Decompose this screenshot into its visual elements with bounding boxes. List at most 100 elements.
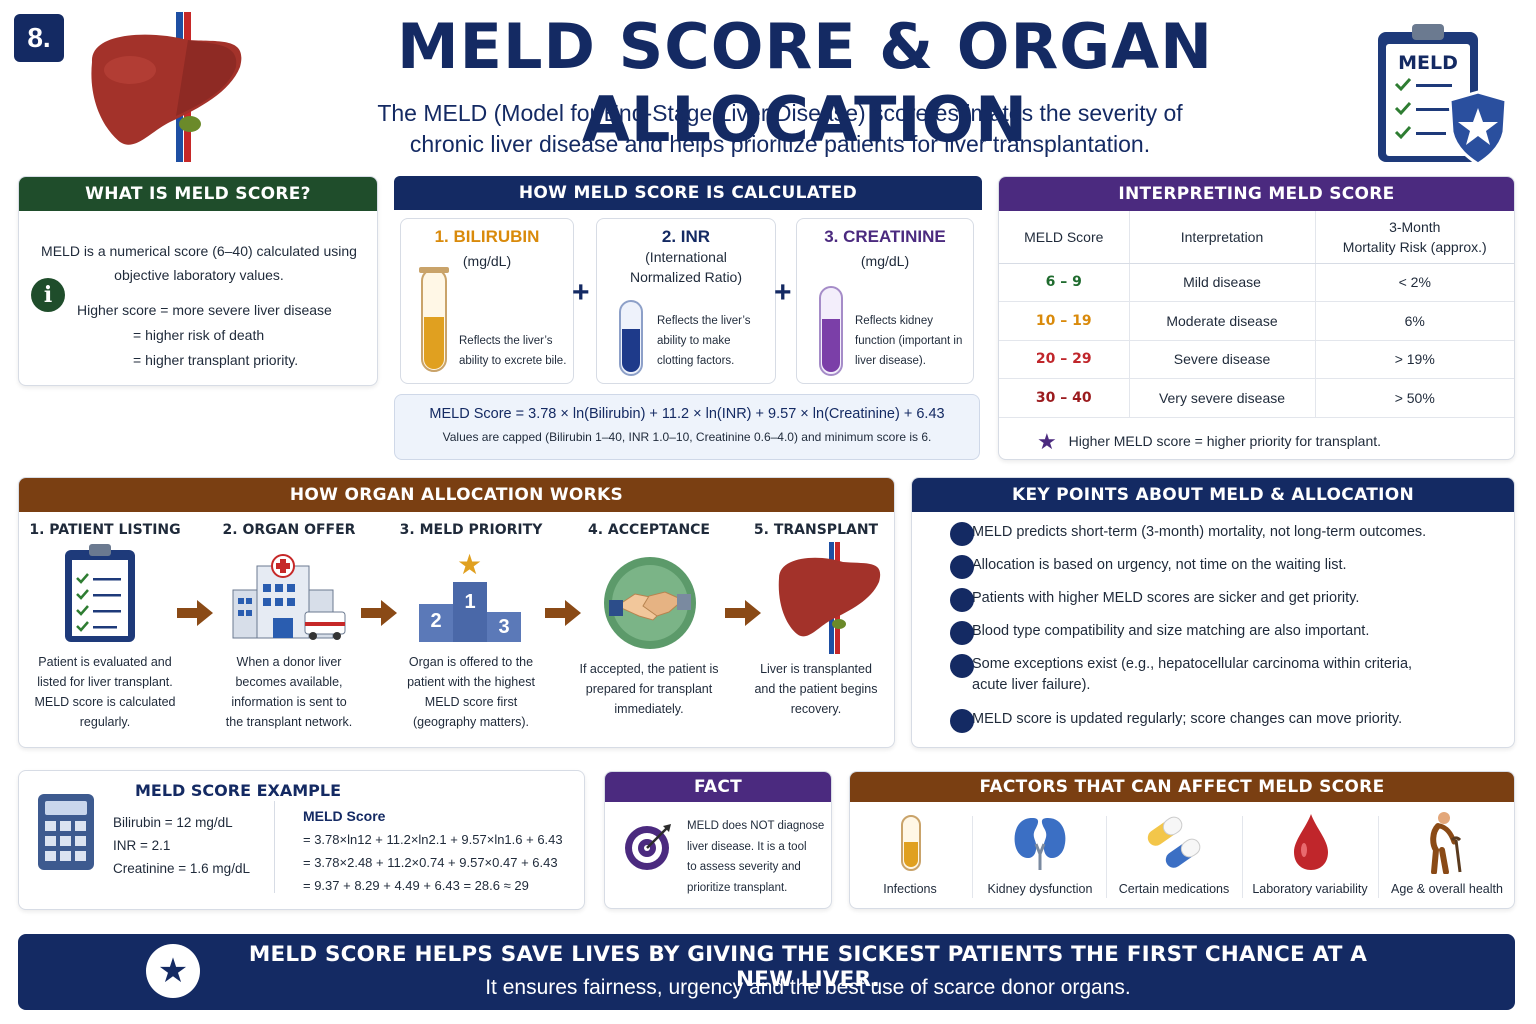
key-point-text: Blood type compatibility and size matchi… [972, 623, 1370, 639]
key-point-item: Allocation is based on urgency, not time… [950, 555, 1347, 579]
meld-formula: MELD Score = 3.78 × ln(Bilirubin) + 11.2… [429, 406, 945, 422]
step-4-desc-2: prepared for transplant [585, 682, 713, 696]
example-creatinine: Creatinine = 1.6 mg/dL [113, 861, 250, 876]
blood-drop-icon [1294, 814, 1328, 870]
factor-kidney: Kidney dysfunction [974, 806, 1106, 908]
divider [1242, 816, 1243, 898]
check-icon [950, 621, 974, 645]
interpretation-label: Mild disease [1128, 263, 1315, 302]
step-5-title: 5. TRANSPLANT [753, 522, 879, 538]
factors-title: FACTORS THAT CAN AFFECT MELD SCORE [850, 772, 1514, 802]
calculation-card: HOW MELD SCORE IS CALCULATED 1. BILIRUBI… [394, 176, 982, 460]
meld-score-range: 6 – 9 [999, 263, 1129, 302]
arrow-right-icon [177, 600, 213, 626]
kidney-icon [1014, 818, 1066, 870]
bottom-banner: ★ MELD SCORE HELPS SAVE LIVES BY GIVING … [18, 934, 1515, 1010]
factor-lab-variability: Laboratory variability [1244, 806, 1376, 908]
header-mortality-line-2: Mortality Risk (approx.) [1342, 238, 1487, 255]
key-points-title: KEY POINTS ABOUT MELD & ALLOCATION [912, 478, 1514, 512]
key-point-text: Allocation is based on urgency, not time… [972, 557, 1347, 573]
key-point-text: MELD predicts short-term (3-month) morta… [972, 524, 1427, 540]
step-2-desc-4: the transplant network. [225, 715, 353, 729]
mortality-risk: 6% [1314, 301, 1514, 341]
what-is-line-1: MELD is a numerical score (6–40) calcula… [41, 243, 357, 259]
creatinine-desc-1: Reflects kidney [855, 315, 933, 327]
step-4-desc-1: If accepted, the patient is [579, 662, 719, 676]
key-point-item: Blood type compatibility and size matchi… [950, 621, 1370, 645]
meld-score-range: 20 – 29 [999, 340, 1129, 379]
bilirubin-tube-icon [419, 267, 449, 372]
bilirubin-desc-2: ability to excrete bile. [459, 355, 567, 367]
step-1-desc-2: listed for liver transplant. [37, 675, 173, 689]
header-meld-score: MELD Score [999, 211, 1129, 264]
example-card: MELD SCORE EXAMPLE Bilirubin = 12 mg/dL … [18, 770, 585, 910]
step-1-desc-3: MELD score is calculated [34, 695, 176, 709]
key-point-item: MELD score is updated regularly; score c… [950, 709, 1402, 733]
step-meld-priority: 3. MELD PRIORITY ★ 1 2 3 Organ is offere… [381, 512, 561, 747]
page-subtitle: The MELD (Model for End-Stage Liver Dise… [250, 98, 1310, 160]
mortality-risk: > 19% [1314, 340, 1514, 379]
factor-label: Kidney dysfunction [987, 882, 1093, 896]
step-4-desc-3: immediately. [614, 702, 684, 716]
interpretation-card: INTERPRETING MELD SCORE MELD Score Inter… [998, 176, 1515, 460]
subtitle-line-2: chronic liver disease and helps prioriti… [409, 131, 1151, 157]
page-title: MELD SCORE & ORGAN ALLOCATION [396, 10, 1213, 156]
subtitle-line-1: The MELD (Model for End-Stage Liver Dise… [377, 100, 1183, 126]
step-transplant: 5. TRANSPLANT Liver is transplanted and … [737, 512, 894, 747]
header-mortality-line-1: 3-Month [1389, 218, 1441, 235]
bilirubin-title: 1. BILIRUBIN [434, 227, 540, 246]
calculator-icon [38, 794, 94, 870]
what-is-line-5: = higher transplant priority. [133, 352, 299, 368]
check-icon [950, 588, 974, 612]
inr-desc-2: ability to make [657, 335, 731, 347]
step-5-desc-2: and the patient begins [754, 682, 878, 696]
interpretation-footer: ★ Higher MELD score = higher priority fo… [1037, 429, 1381, 455]
example-title: MELD SCORE EXAMPLE [135, 781, 342, 800]
key-point-item: MELD predicts short-term (3-month) morta… [950, 522, 1427, 546]
header-interpretation: Interpretation [1128, 211, 1315, 264]
divider [1106, 816, 1107, 898]
step-1-desc-1: Patient is evaluated and [38, 655, 172, 669]
check-icon [950, 555, 974, 579]
check-icon [950, 709, 974, 733]
example-score-label: MELD Score [303, 808, 386, 824]
creatinine-title: 3. CREATININE [824, 227, 946, 246]
info-icon: i [31, 278, 65, 312]
example-bilirubin: Bilirubin = 12 mg/dL [113, 815, 233, 830]
fact-card: FACT MELD does NOT diagnose liver diseas… [604, 771, 832, 909]
liver-icon [91, 12, 242, 162]
creatinine-tube-icon [819, 286, 843, 376]
calculation-title: HOW MELD SCORE IS CALCULATED [394, 176, 982, 210]
podium-first: 1 [453, 582, 487, 642]
inr-tube-icon [619, 300, 643, 376]
key-point-item: Some exceptions exist (e.g., hepatocellu… [950, 654, 1412, 696]
key-point-text: acute liver failure). [972, 677, 1091, 693]
example-calc-line-2: = 3.78×2.48 + 11.2×0.74 + 9.57×0.47 + 6.… [303, 855, 558, 870]
check-icon [950, 654, 974, 678]
interpretation-label: Moderate disease [1128, 301, 1315, 341]
allocation-card: HOW ORGAN ALLOCATION WORKS 1. PATIENT LI… [18, 477, 895, 748]
fact-line-4: prioritize transplant. [687, 881, 788, 894]
step-5-desc-3: recovery. [790, 702, 842, 716]
star-icon: ★ [146, 944, 200, 998]
step-2-desc-2: becomes available, [235, 675, 343, 689]
mortality-risk: > 50% [1314, 378, 1514, 418]
bilirubin-unit: (mg/dL) [462, 253, 512, 269]
step-2-desc-3: information is sent to [231, 695, 347, 709]
clipboard-label: MELD [1398, 52, 1458, 74]
what-is-meld-card: WHAT IS MELD SCORE? MELD is a numerical … [18, 176, 378, 386]
star-icon: ★ [1037, 429, 1057, 454]
what-is-meld-title: WHAT IS MELD SCORE? [19, 177, 377, 211]
hospital-icon [232, 554, 346, 640]
factor-age-health: Age & overall health [1380, 806, 1514, 908]
factor-label: Certain medications [1118, 882, 1230, 896]
test-tube-icon [901, 815, 921, 871]
formula-note: Values are capped (Bilirubin 1–40, INR 1… [442, 430, 932, 444]
inr-unit-1: (International [645, 249, 727, 265]
inr-unit-2: Normalized Ratio) [629, 269, 743, 285]
step-3-desc-1: Organ is offered to the [408, 655, 534, 669]
header-mortality-risk: 3-Month Mortality Risk (approx.) [1314, 211, 1514, 264]
step-2-desc-1: When a donor liver [236, 655, 342, 669]
interpretation-title: INTERPRETING MELD SCORE [999, 177, 1514, 211]
clipboard-icon [65, 544, 135, 642]
